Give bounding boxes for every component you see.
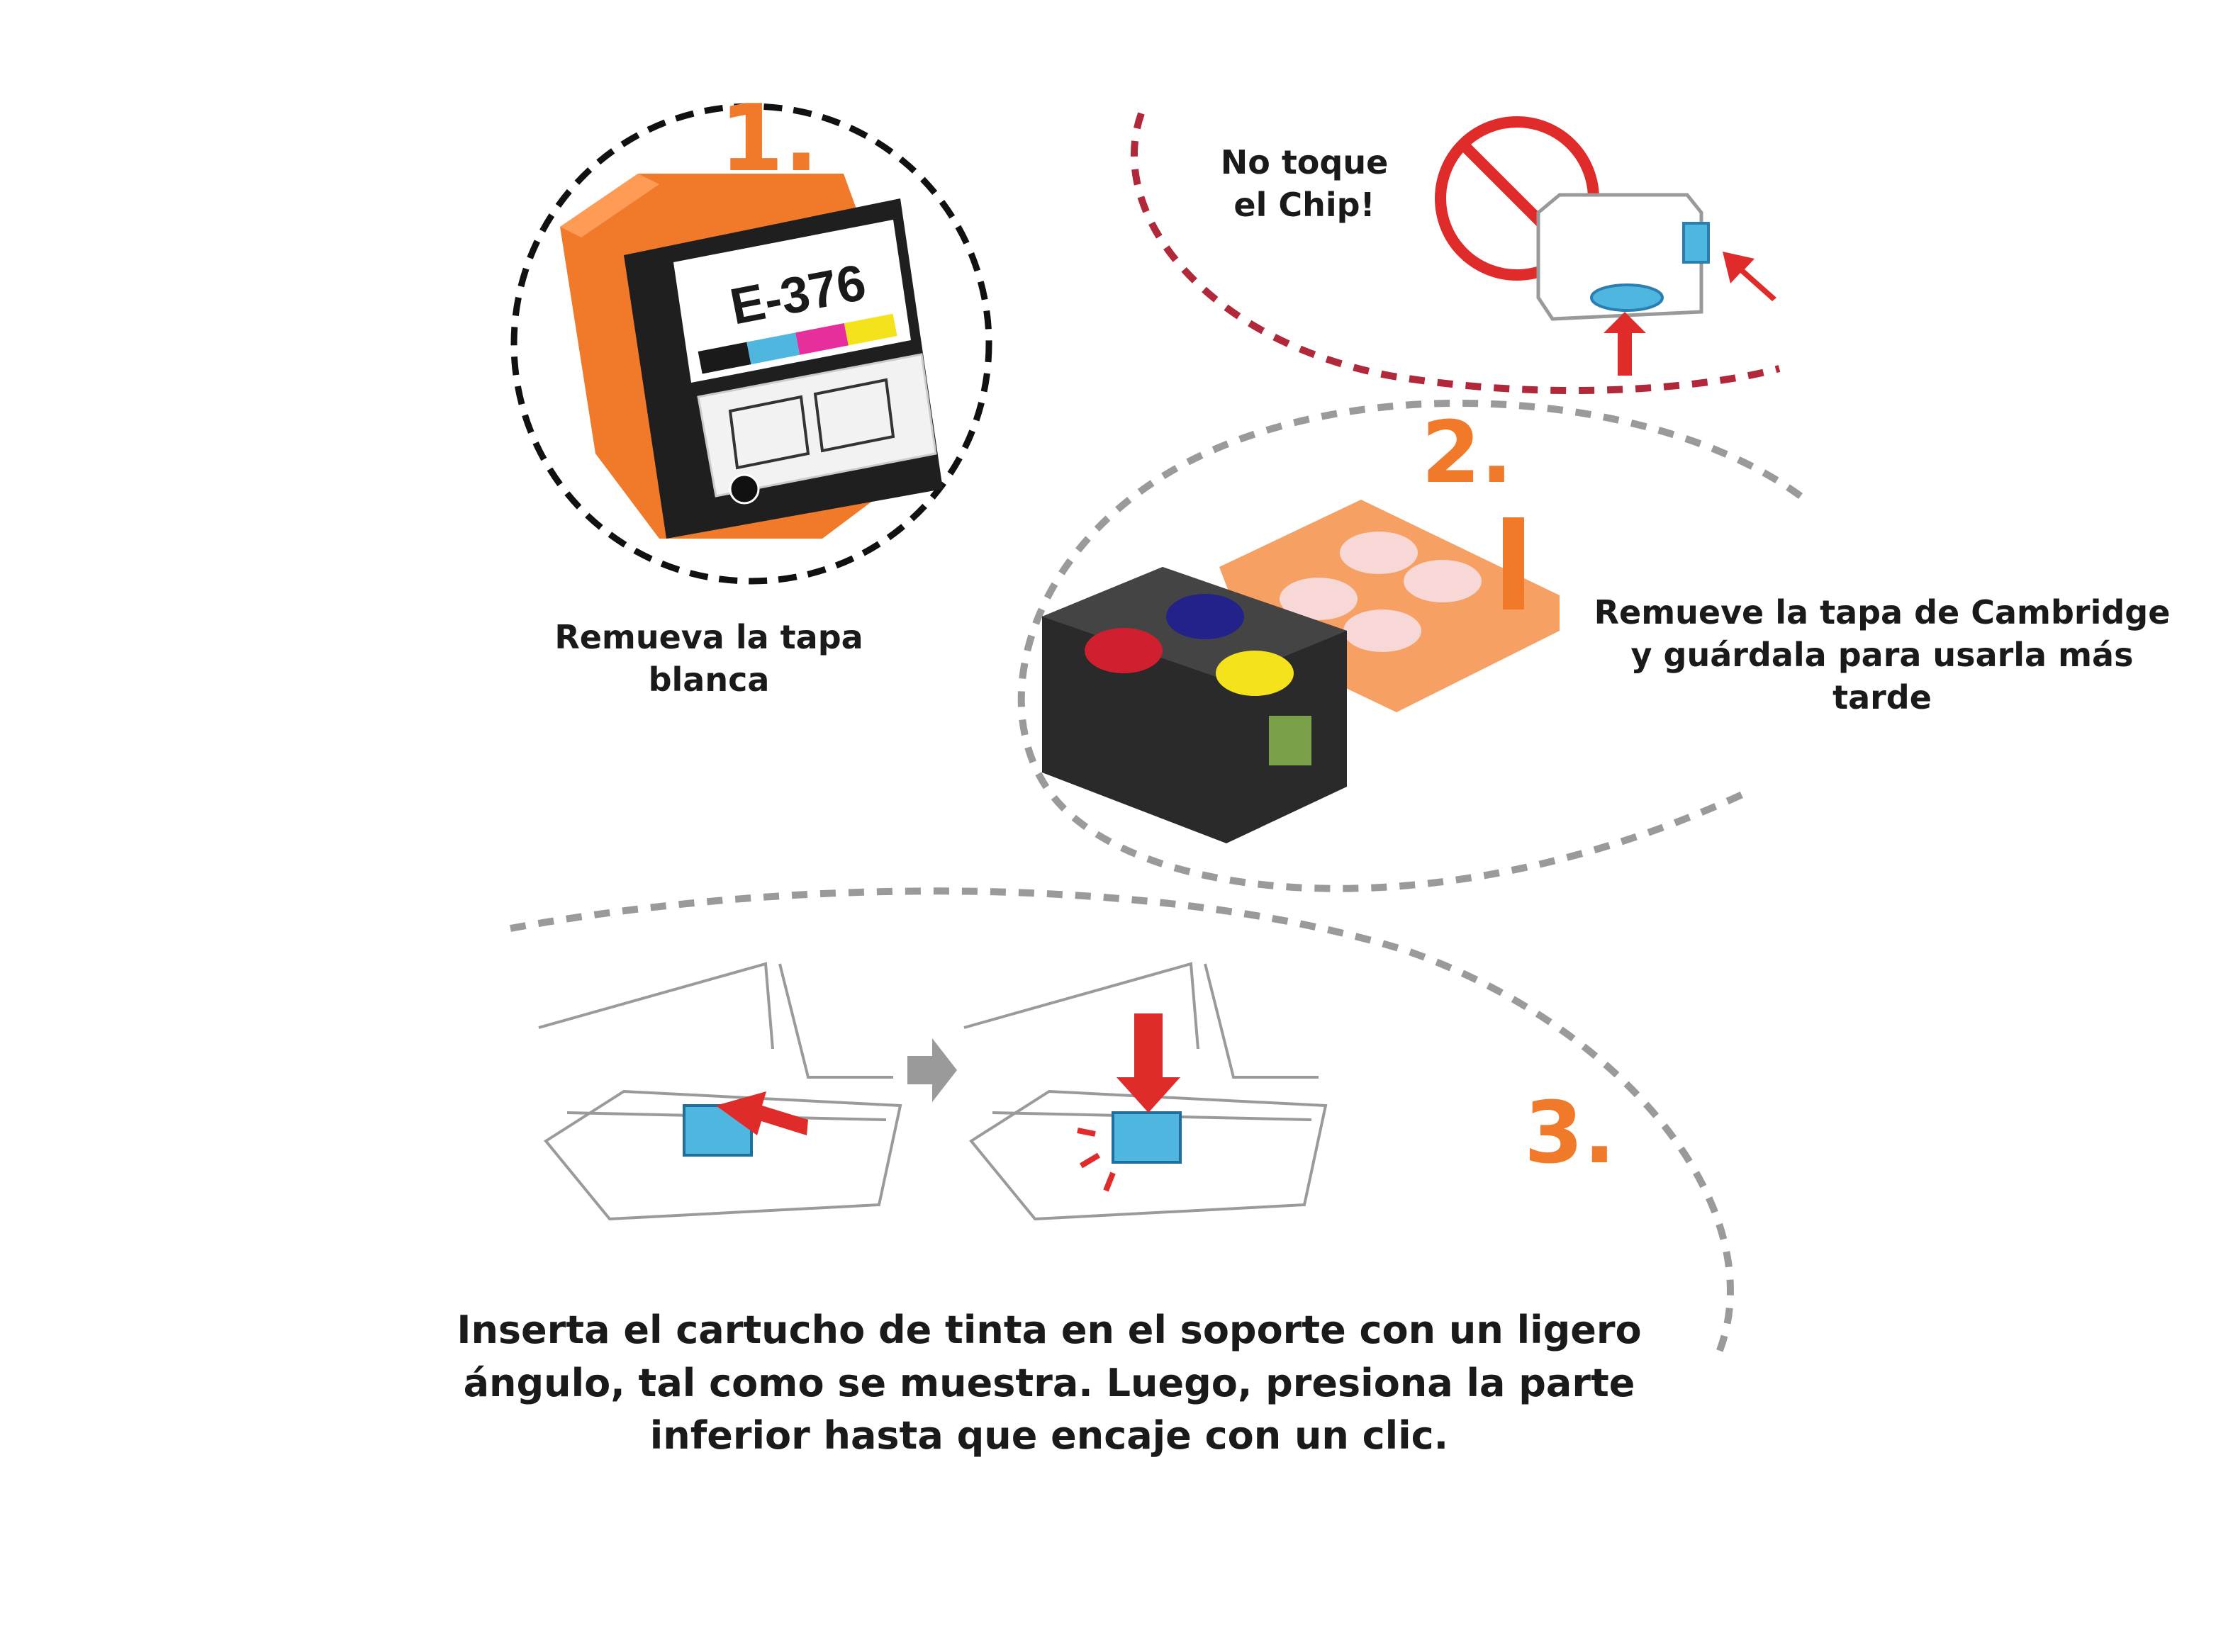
step2-caption-line2: y guárdala para usarla más tarde [1630,635,2134,717]
arrow-icon [1116,1013,1180,1113]
step3-illustration: 3. [538,962,1616,1221]
step3-dashed-curve [510,887,1734,1363]
step2-dashed-curve [1017,400,1803,892]
warning-line1: No toque [1220,143,1389,181]
printer-sketch-1 [538,962,902,1221]
arrow-icon [716,1091,808,1135]
warning-dashed-curve [1131,112,1781,395]
step2-illustration: 2. [1042,404,1560,843]
warning-illustration [1435,116,1776,376]
arrow-icon [907,1038,957,1102]
arrow-icon [1604,312,1646,376]
step3-number: 3. [1524,1084,1616,1183]
step1-caption: Remueva la tapa blanca [554,618,863,699]
step1-illustration: E-376 1. [510,84,992,585]
step2-number: 2. [1421,404,1513,502]
warning-line2: el Chip! [1233,185,1375,224]
warning-caption: No toque el Chip! [1198,142,1411,227]
step3-caption: Inserta el cartucho de tinta en el sopor… [457,1308,1642,1459]
step2-caption: Remueve la tapa de Cambridge y guárdala … [1581,592,2183,719]
step2-caption-line1: Remueve la tapa de Cambridge [1594,593,2171,631]
push-icon [729,473,760,505]
step1-number: 1. [720,84,819,192]
arrow-icon [1723,252,1776,301]
